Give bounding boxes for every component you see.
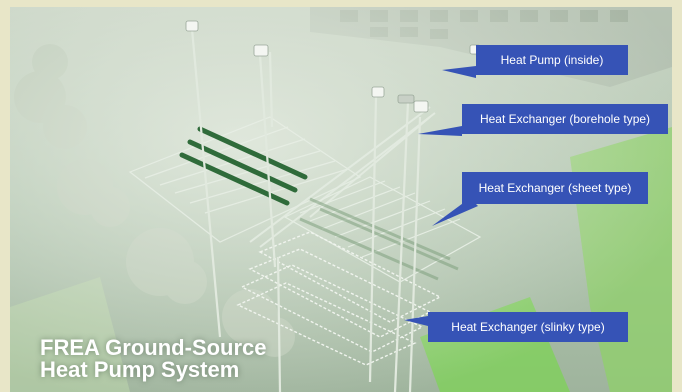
- heat-pump-pointer: [442, 66, 476, 78]
- callout-slinky-label: Heat Exchanger (slinky type): [451, 320, 605, 334]
- slinky-pointer: [404, 316, 428, 326]
- sheet-pointer: [432, 198, 478, 226]
- borehole-heads: [185, 20, 481, 113]
- sheet-grid-right: [283, 176, 482, 283]
- title-line-1: FREA Ground-Source: [40, 335, 267, 360]
- title-line-2: Heat Pump System: [40, 357, 240, 382]
- callout-sheet-label: Heat Exchanger (sheet type): [478, 181, 632, 195]
- slinky-coils: [236, 231, 442, 366]
- callout-sheet-exchanger: Heat Exchanger (sheet type): [462, 172, 648, 204]
- callout-heat-pump: Heat Pump (inside): [476, 45, 628, 75]
- figure-title: FREA Ground-Source Heat Pump System: [40, 337, 267, 381]
- callout-slinky-exchanger: Heat Exchanger (slinky type): [428, 312, 628, 342]
- borehole-pipes: [190, 28, 422, 392]
- borehole-pointer: [418, 126, 462, 136]
- callout-borehole-label: Heat Exchanger (borehole type): [479, 112, 651, 126]
- callout-borehole-exchanger: Heat Exchanger (borehole type): [462, 104, 668, 134]
- sheet-grid-left: [128, 116, 362, 243]
- callout-heat-pump-label: Heat Pump (inside): [500, 53, 604, 67]
